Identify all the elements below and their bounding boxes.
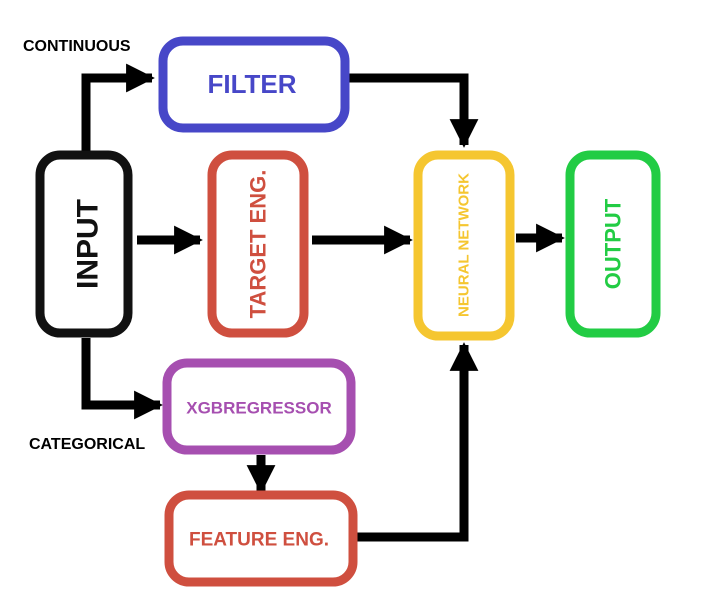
feature-eng-label: FEATURE ENG. [189, 530, 329, 551]
arrow-feature-eng-to-neural-network [356, 342, 479, 542]
arrows [81, 63, 565, 542]
xgbregressor-node [162, 358, 356, 455]
continuous-branch-label: CONTINUOUS [23, 38, 131, 55]
neural-network-label: NEURAL NETWORK [456, 173, 473, 317]
input-label: INPUT [72, 199, 105, 289]
feature-eng-node [164, 490, 358, 587]
target-eng-label: TARGET ENG. [246, 170, 271, 319]
output-node [565, 150, 661, 338]
arrow-input-to-filter [81, 63, 155, 152]
target-eng-node [207, 150, 309, 338]
neural-network-node [413, 150, 515, 341]
arrow-input-to-xgbregressor [81, 338, 163, 420]
filter-label: FILTER [207, 69, 296, 99]
arrow-filter-to-neural-network [349, 73, 479, 148]
xgbregressor-label: XGBREGRESSOR [186, 399, 331, 418]
output-label: OUTPUT [601, 198, 626, 289]
categorical-branch-label: CATEGORICAL [29, 436, 145, 453]
filter-node [158, 36, 350, 133]
input-node [35, 150, 133, 338]
